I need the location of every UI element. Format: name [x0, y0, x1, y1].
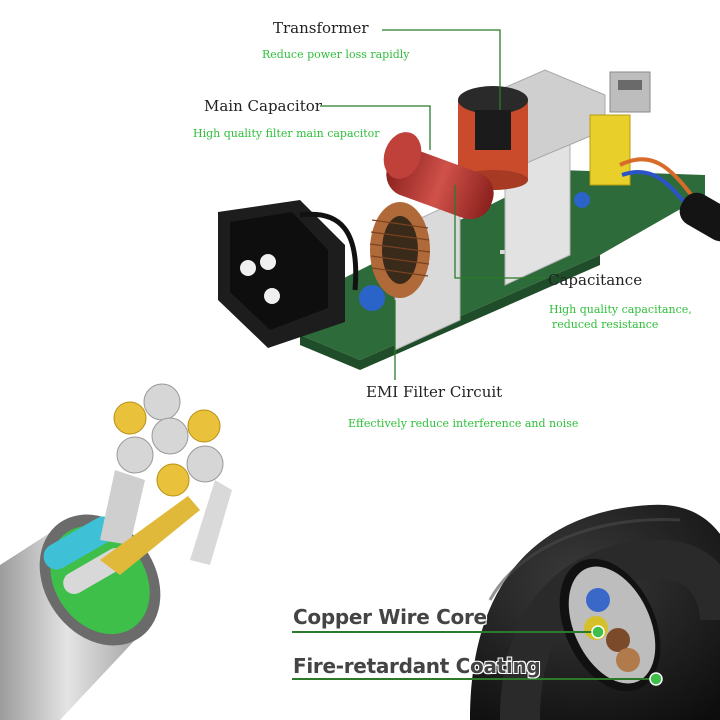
- power-supply-board: [218, 69, 720, 370]
- emi-coil: [369, 202, 431, 298]
- transformer-desc: Reduce power loss rapidly: [262, 48, 410, 61]
- capacitance-desc-line2: reduced resistance: [552, 318, 659, 331]
- main-capacitor-desc: High quality filter main capacitor: [193, 127, 380, 140]
- transformer-title: Transformer: [273, 19, 369, 37]
- main-capacitor-title: Main Capacitor: [204, 97, 322, 115]
- capacitance-desc: High quality capacitance, reduced resist…: [549, 302, 692, 332]
- copper-wire-core-label: Copper Wire Core: [293, 605, 487, 629]
- black-cable-end: [559, 558, 661, 692]
- ac-socket: [218, 200, 359, 348]
- gray-cable-cross-section: [0, 383, 232, 720]
- emi-desc: Effectively reduce interference and nois…: [348, 417, 579, 430]
- capacitance-desc-line1: High quality capacitance,: [549, 303, 692, 316]
- black-cable: [470, 504, 720, 720]
- main-capacitor: [383, 132, 494, 220]
- fire-retardant-coating-label: Fire-retardant Coating: [293, 654, 541, 678]
- cable-leader-lines: [292, 625, 663, 686]
- copper-strands: [100, 383, 232, 575]
- emi-title: EMI Filter Circuit: [366, 383, 503, 401]
- capacitance-title: Capacitance: [548, 271, 643, 289]
- leader-lines: [320, 29, 545, 380]
